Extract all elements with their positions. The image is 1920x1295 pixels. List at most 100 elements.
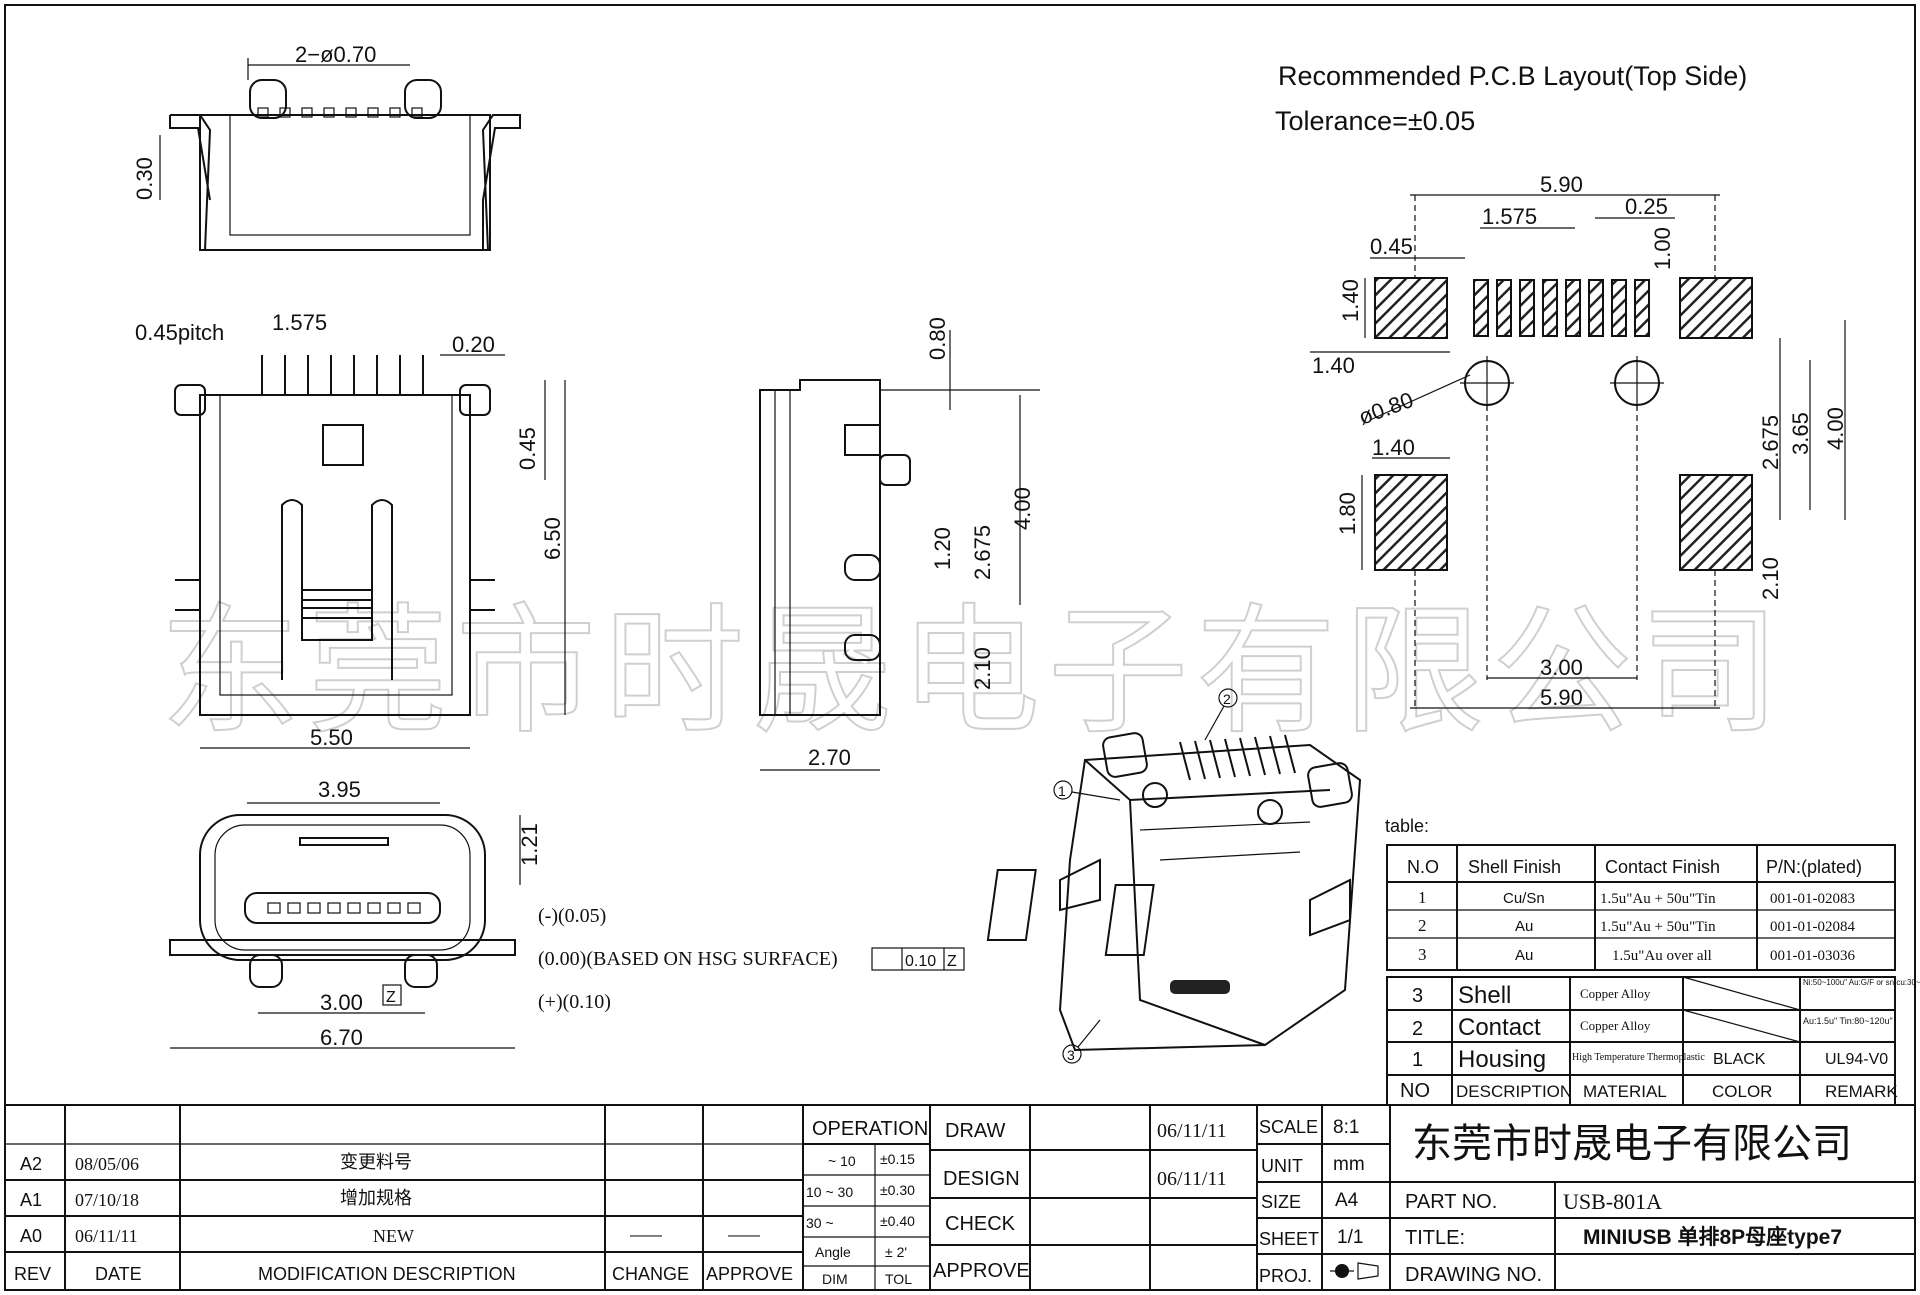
bottom-view: 3.95 1.21 (-)(0.05) (0.00)(BASED ON HSG … (169, 777, 965, 1050)
pcb-dim-365: 3.65 (1788, 412, 1813, 455)
dim-045: 0.45 (515, 427, 540, 470)
svg-text:±0.40: ±0.40 (880, 1213, 915, 1229)
svg-text:UL94-V0: UL94-V0 (1825, 1051, 1888, 1068)
finish-th-no: N.O (1407, 857, 1439, 877)
svg-text:001-01-03036: 001-01-03036 (1770, 948, 1855, 964)
revision-a2: A2 08/05/06 变更料号 (20, 1152, 412, 1174)
dim-side-080: 0.80 (925, 317, 950, 360)
svg-text:NEW: NEW (373, 1226, 414, 1246)
dim-label: DIM (822, 1271, 848, 1287)
bom-row-2: 2 Contact Copper Alloy Au:1.5u" Tin:80~1… (1412, 1014, 1893, 1041)
front-view-pins (261, 355, 424, 395)
svg-text:REMARK: REMARK (1825, 1082, 1898, 1101)
tol-row-2: 10 ~ 30 ±0.30 (806, 1182, 915, 1200)
pcb-dim-080: ø0.80 (1355, 387, 1416, 430)
title-value: MINIUSB 单排8P母座type7 (1583, 1225, 1842, 1249)
svg-text:1.5u"Au over all: 1.5u"Au over all (1612, 948, 1712, 964)
tol-zero: (0.00)(BASED ON HSG SURFACE) (538, 948, 838, 970)
svg-text:REV: REV (14, 1264, 51, 1284)
svg-text:2: 2 (1412, 1018, 1423, 1040)
pcb-dim-590-bot: 5.90 (1540, 685, 1583, 710)
svg-text:1: 1 (1412, 1049, 1423, 1071)
dim-holes: 2−ø0.70 (295, 42, 376, 67)
svg-text:3: 3 (1067, 1047, 1075, 1063)
svg-text:A2: A2 (20, 1154, 42, 1174)
dim-side-120: 1.20 (930, 527, 955, 570)
tol-row-4: Angle ± 2' (815, 1244, 907, 1260)
dim-1575: 1.575 (272, 310, 327, 335)
dim-side-400: 4.00 (1010, 487, 1035, 530)
draw-label: DRAW (945, 1120, 1005, 1142)
svg-text:Copper Alloy: Copper Alloy (1580, 1018, 1651, 1033)
svg-text:A0: A0 (20, 1226, 42, 1246)
svg-text:Au: Au (1515, 918, 1533, 935)
bom-header: NO DESCRIPTION MATERIAL COLOR REMARK (1400, 1080, 1898, 1102)
svg-text:High Temperature Thermoplastic: High Temperature Thermoplastic (1572, 1052, 1705, 1063)
tol-frame-value: 0.10 (905, 953, 936, 970)
datum-z: Z (386, 989, 396, 1006)
svg-text:1: 1 (1418, 888, 1427, 907)
finish-th-contact: Contact Finish (1605, 857, 1720, 877)
pcb-tolerance: Tolerance=±0.05 (1275, 106, 1475, 136)
design-label: DESIGN (943, 1168, 1020, 1190)
svg-text:Angle: Angle (815, 1244, 851, 1260)
svg-text:06/11/11: 06/11/11 (75, 1226, 138, 1246)
draw-date: 06/11/11 (1157, 1120, 1227, 1142)
dim-side-270: 2.70 (808, 745, 851, 770)
dim-pitch: 0.45pitch (135, 320, 224, 345)
svg-text:±0.15: ±0.15 (880, 1151, 915, 1167)
dim-030: 0.30 (132, 157, 157, 200)
svg-text:A1: A1 (20, 1190, 42, 1210)
bom-row-3: 3 Shell Copper Alloy Ni:50~100u" Au:G/F … (1412, 978, 1920, 1009)
check-label: CHECK (945, 1213, 1016, 1235)
svg-text:增加规格: 增加规格 (340, 1188, 412, 1208)
svg-text:1.5u"Au + 50u"Tin: 1.5u"Au + 50u"Tin (1600, 891, 1716, 907)
tol-row-1: ~ 10 ±0.15 (828, 1151, 915, 1169)
finish-table-label: table: (1385, 816, 1429, 836)
svg-text:Contact: Contact (1458, 1014, 1541, 1041)
svg-text:Cu/Sn: Cu/Sn (1503, 890, 1545, 907)
bom-table: 3 Shell Copper Alloy Ni:50~100u" Au:G/F … (1386, 976, 1920, 1106)
callout-3 (1062, 1044, 1082, 1064)
tol-minus: (-)(0.05) (538, 905, 606, 927)
pcb-dim-590-top: 5.90 (1540, 172, 1583, 197)
svg-text:变更料号: 变更料号 (340, 1152, 412, 1172)
top-view: 2−ø0.70 0.30 (132, 42, 521, 251)
operation-label: OPERATION (812, 1118, 928, 1140)
svg-text:Au: Au (1515, 947, 1533, 964)
svg-text:Ni:50~100u" Au:G/F or sn/cu:30: Ni:50~100u" Au:G/F or sn/cu:30~100u" (1803, 978, 1920, 987)
svg-text:DATE: DATE (95, 1264, 142, 1284)
bottom-view-pin-slots (267, 902, 421, 914)
revision-a1: A1 07/10/18 增加规格 (20, 1188, 412, 1210)
top-view-pins (257, 107, 423, 118)
pcb-pad-tr (1679, 277, 1753, 339)
pcb-dim-140c: 1.40 (1372, 435, 1415, 460)
svg-text:——: —— (728, 1227, 760, 1244)
svg-text:10 ~ 30: 10 ~ 30 (806, 1184, 853, 1200)
design-date: 06/11/11 (1157, 1168, 1227, 1190)
pcb-signal-pads (1473, 279, 1650, 337)
svg-text:Au:1.5u" Tin:80~120u": Au:1.5u" Tin:80~120u" (1803, 1016, 1893, 1026)
pcb-dim-2675: 2.675 (1758, 415, 1783, 470)
scale-value: 8:1 (1333, 1117, 1359, 1138)
sheet-value: 1/1 (1337, 1227, 1363, 1248)
company-name: 东莞市时晟电子有限公司 (1412, 1122, 1852, 1166)
svg-text:CHANGE: CHANGE (612, 1264, 689, 1284)
svg-text:——: —— (630, 1227, 662, 1244)
revision-header: REV DATE MODIFICATION DESCRIPTION CHANGE… (14, 1264, 793, 1284)
svg-text:~ 10: ~ 10 (828, 1153, 856, 1169)
svg-text:MODIFICATION DESCRIPTION: MODIFICATION DESCRIPTION (258, 1264, 516, 1284)
pcb-pad-br (1679, 474, 1753, 571)
side-view: 4.00 0.80 1.20 2.675 2.10 2.70 (759, 317, 1040, 771)
tol-plus: (+)(0.10) (538, 991, 611, 1013)
svg-text:Housing: Housing (1458, 1046, 1546, 1073)
dim-650: 6.50 (540, 517, 565, 560)
pcb-pad-bl (1374, 474, 1448, 571)
sheet-label: SHEET (1259, 1229, 1319, 1249)
svg-text:COLOR: COLOR (1712, 1082, 1772, 1101)
svg-text:08/05/06: 08/05/06 (75, 1154, 139, 1174)
iso-pins (1179, 734, 1296, 781)
size-value: A4 (1335, 1190, 1359, 1211)
proj-label: PROJ. (1259, 1266, 1312, 1286)
